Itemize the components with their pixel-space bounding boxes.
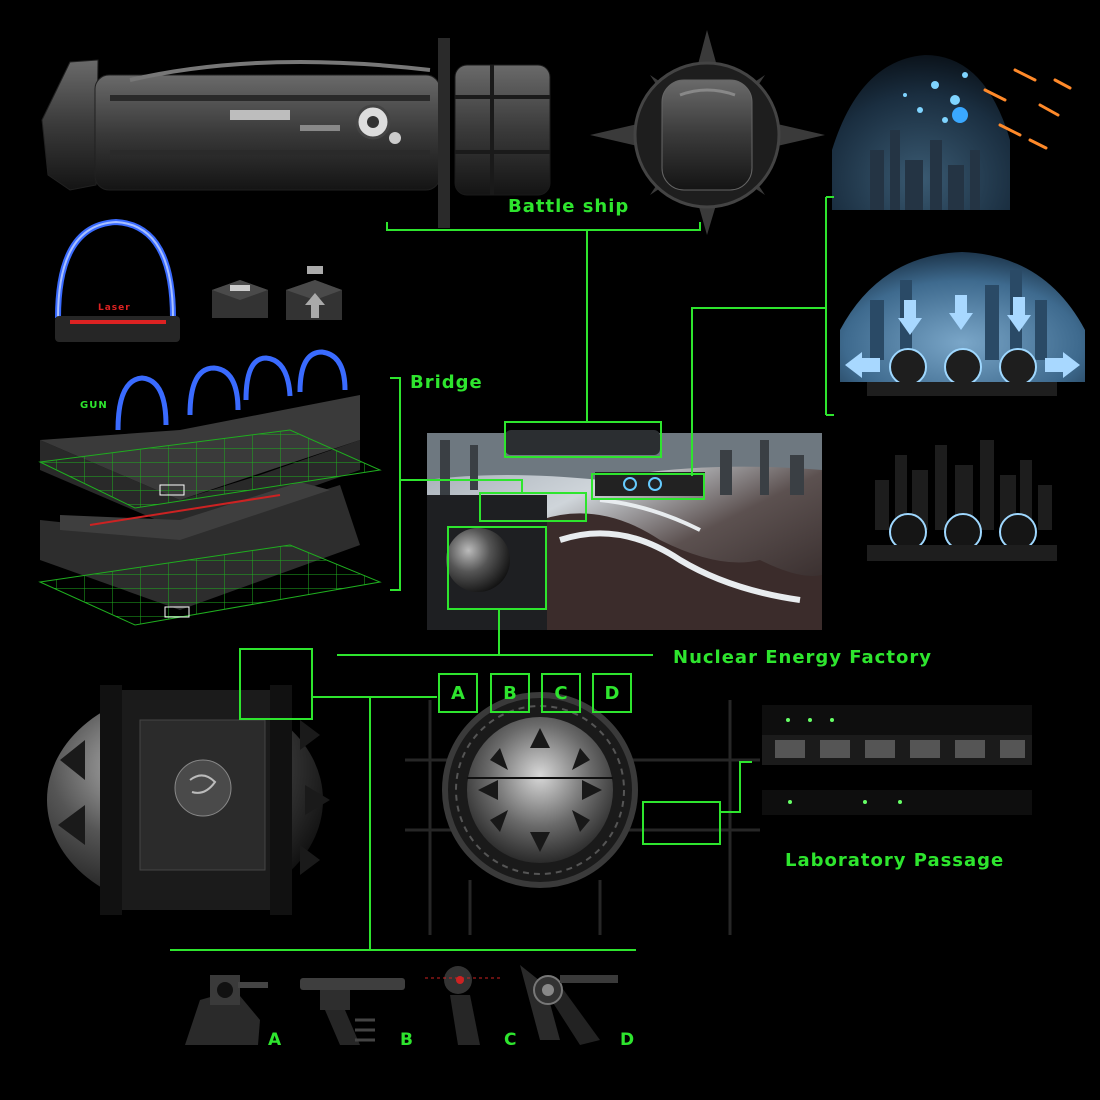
factory-module-d: D <box>592 673 632 713</box>
laboratory-passage-illustration <box>762 705 1032 815</box>
turret-label-a: A <box>268 1030 283 1050</box>
factory-module-b: B <box>490 673 530 713</box>
dome-city-shield <box>840 252 1085 396</box>
label-nuclear-energy-factory: Nuclear Energy Factory <box>673 647 932 668</box>
battleship-illustration <box>41 38 551 228</box>
bridge-illustrations <box>38 349 382 626</box>
compass-emblem <box>590 30 825 235</box>
label-battle-ship: Battle ship <box>508 196 630 217</box>
factory-module-a: A <box>438 673 478 713</box>
label-laboratory-passage: Laboratory Passage <box>785 850 1005 871</box>
turret-c-illustration <box>425 966 500 1045</box>
turret-b-illustration <box>300 978 405 1045</box>
factory-module-c: C <box>541 673 581 713</box>
label-bridge: Bridge <box>410 372 483 393</box>
connector-lines <box>170 196 834 951</box>
turret-illustrations <box>185 965 618 1045</box>
lift-module-illustration <box>212 266 342 320</box>
turret-a-illustration <box>185 975 268 1045</box>
laser-arch-illustration <box>55 218 180 342</box>
turret-label-c: C <box>504 1030 518 1050</box>
dome-city-night <box>832 55 1072 210</box>
reactor-core <box>405 692 760 935</box>
factory-core-sphere <box>47 685 330 915</box>
label-gun: GUN <box>80 400 108 411</box>
turret-label-d: D <box>620 1030 636 1050</box>
label-laser: Laser <box>98 303 131 313</box>
dome-city-base <box>867 440 1057 561</box>
turret-label-b: B <box>400 1030 414 1050</box>
nuclear-factory-scene <box>427 430 822 630</box>
turret-d-illustration <box>520 965 618 1045</box>
